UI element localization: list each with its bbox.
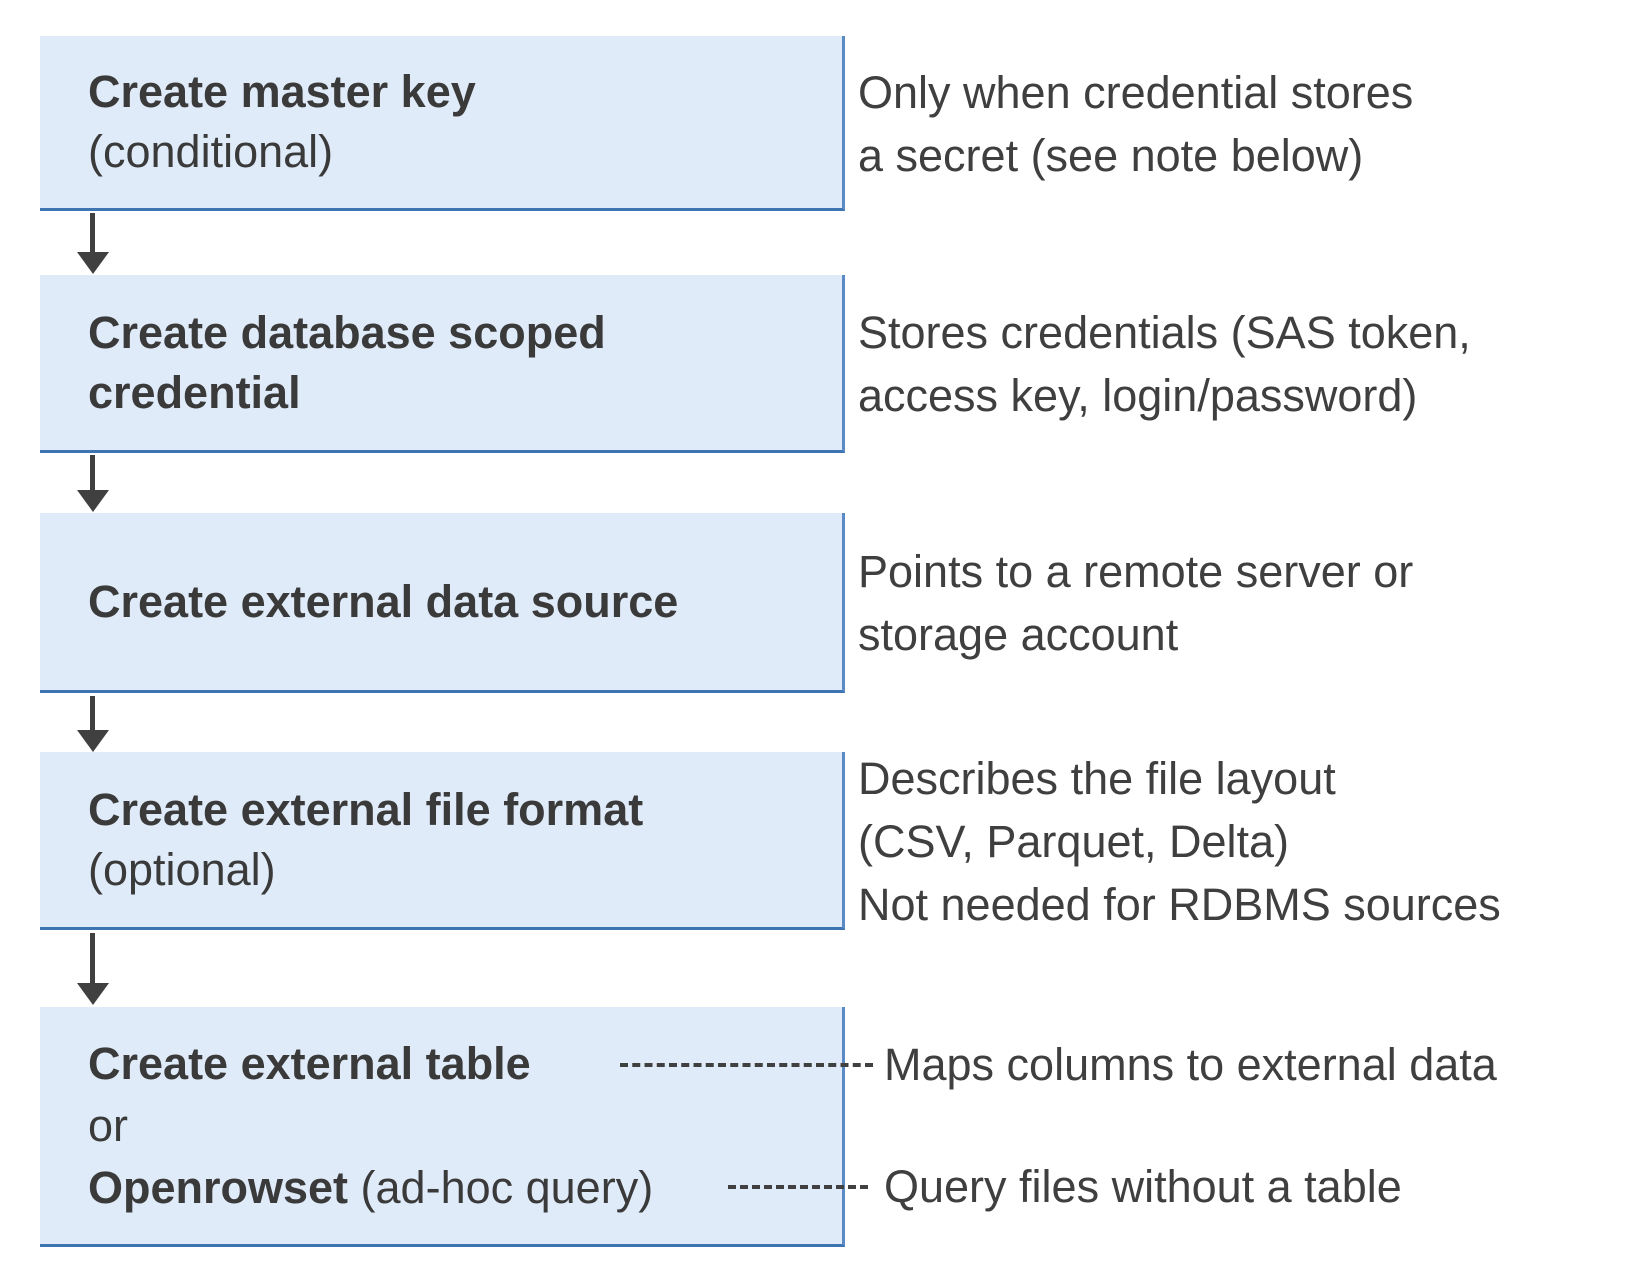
openrowset-label: Openrowset <box>88 1161 349 1213</box>
note-line: Describes the file layout <box>858 752 1336 804</box>
step-box-create-master-key: Create master key (conditional) <box>40 36 845 211</box>
flow-arrow-down-icon <box>76 213 109 274</box>
note-master-key: Only when credential stores a secret (se… <box>858 36 1628 211</box>
arrow-shaft <box>90 213 95 252</box>
note-external-file-format: Describes the file layout (CSV, Parquet,… <box>858 742 1628 940</box>
step-title: credential <box>88 366 301 418</box>
step-or-label: or <box>88 1099 129 1151</box>
note-line: (CSV, Parquet, Delta) <box>858 815 1290 867</box>
note-line: storage account <box>858 609 1179 660</box>
step-title: Create master key <box>88 66 476 117</box>
step-box-create-database-scoped-credential: Create database scoped credential <box>40 275 845 453</box>
note-line: Only when credential stores <box>858 66 1414 118</box>
arrow-head <box>76 490 109 512</box>
arrow-head <box>76 730 109 752</box>
step-subtitle: (conditional) <box>88 126 334 177</box>
arrow-shaft <box>90 696 95 730</box>
note-external-table: Maps columns to external data <box>884 1039 1497 1090</box>
flow-arrow-down-icon <box>76 696 109 752</box>
step-title: Create database scoped <box>88 306 606 358</box>
step-box-create-external-file-format: Create external file format (optional) <box>40 752 845 930</box>
note-line: access key, login/password) <box>858 370 1418 421</box>
step-box-create-external-data-source: Create external data source <box>40 513 845 693</box>
note-external-data-source: Points to a remote server or storage acc… <box>858 513 1628 693</box>
step-subtitle: (optional) <box>88 843 276 895</box>
note-database-scoped-credential: Stores credentials (SAS token, access ke… <box>858 275 1628 453</box>
step-title: Create external file format <box>88 783 644 835</box>
note-line: a secret (see note below) <box>858 129 1364 181</box>
note-openrowset: Query files without a table <box>884 1161 1402 1212</box>
note-line: Not needed for RDBMS sources <box>858 878 1501 930</box>
arrow-shaft <box>90 933 95 983</box>
arrow-head <box>76 983 109 1005</box>
step-option-openrowset: Openrowset (ad-hoc query) <box>88 1157 822 1219</box>
arrow-shaft <box>90 455 95 490</box>
step-option-create-external-table: Create external table <box>88 1037 531 1089</box>
flow-arrow-down-icon <box>76 933 109 1005</box>
note-line: Stores credentials (SAS token, <box>858 307 1471 358</box>
flow-arrow-down-icon <box>76 455 109 512</box>
note-line: Points to a remote server or <box>858 546 1414 597</box>
step-title: Create external data source <box>88 575 679 627</box>
step-box-create-external-table-or-openrowset: Create external table or Openrowset (ad-… <box>40 1007 845 1247</box>
dashed-connector-external-table <box>620 1063 873 1067</box>
openrowset-qualifier: (ad-hoc query) <box>348 1161 654 1213</box>
arrow-head <box>76 252 109 274</box>
dashed-connector-openrowset <box>728 1185 868 1189</box>
